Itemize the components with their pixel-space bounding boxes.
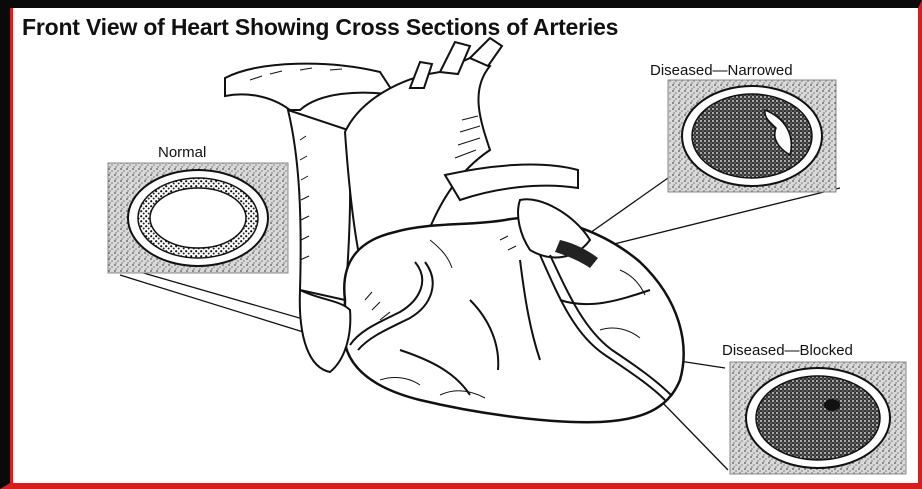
cross-section-blocked <box>730 362 906 474</box>
cross-section-narrowed <box>668 80 836 192</box>
cross-section-normal <box>108 163 288 273</box>
